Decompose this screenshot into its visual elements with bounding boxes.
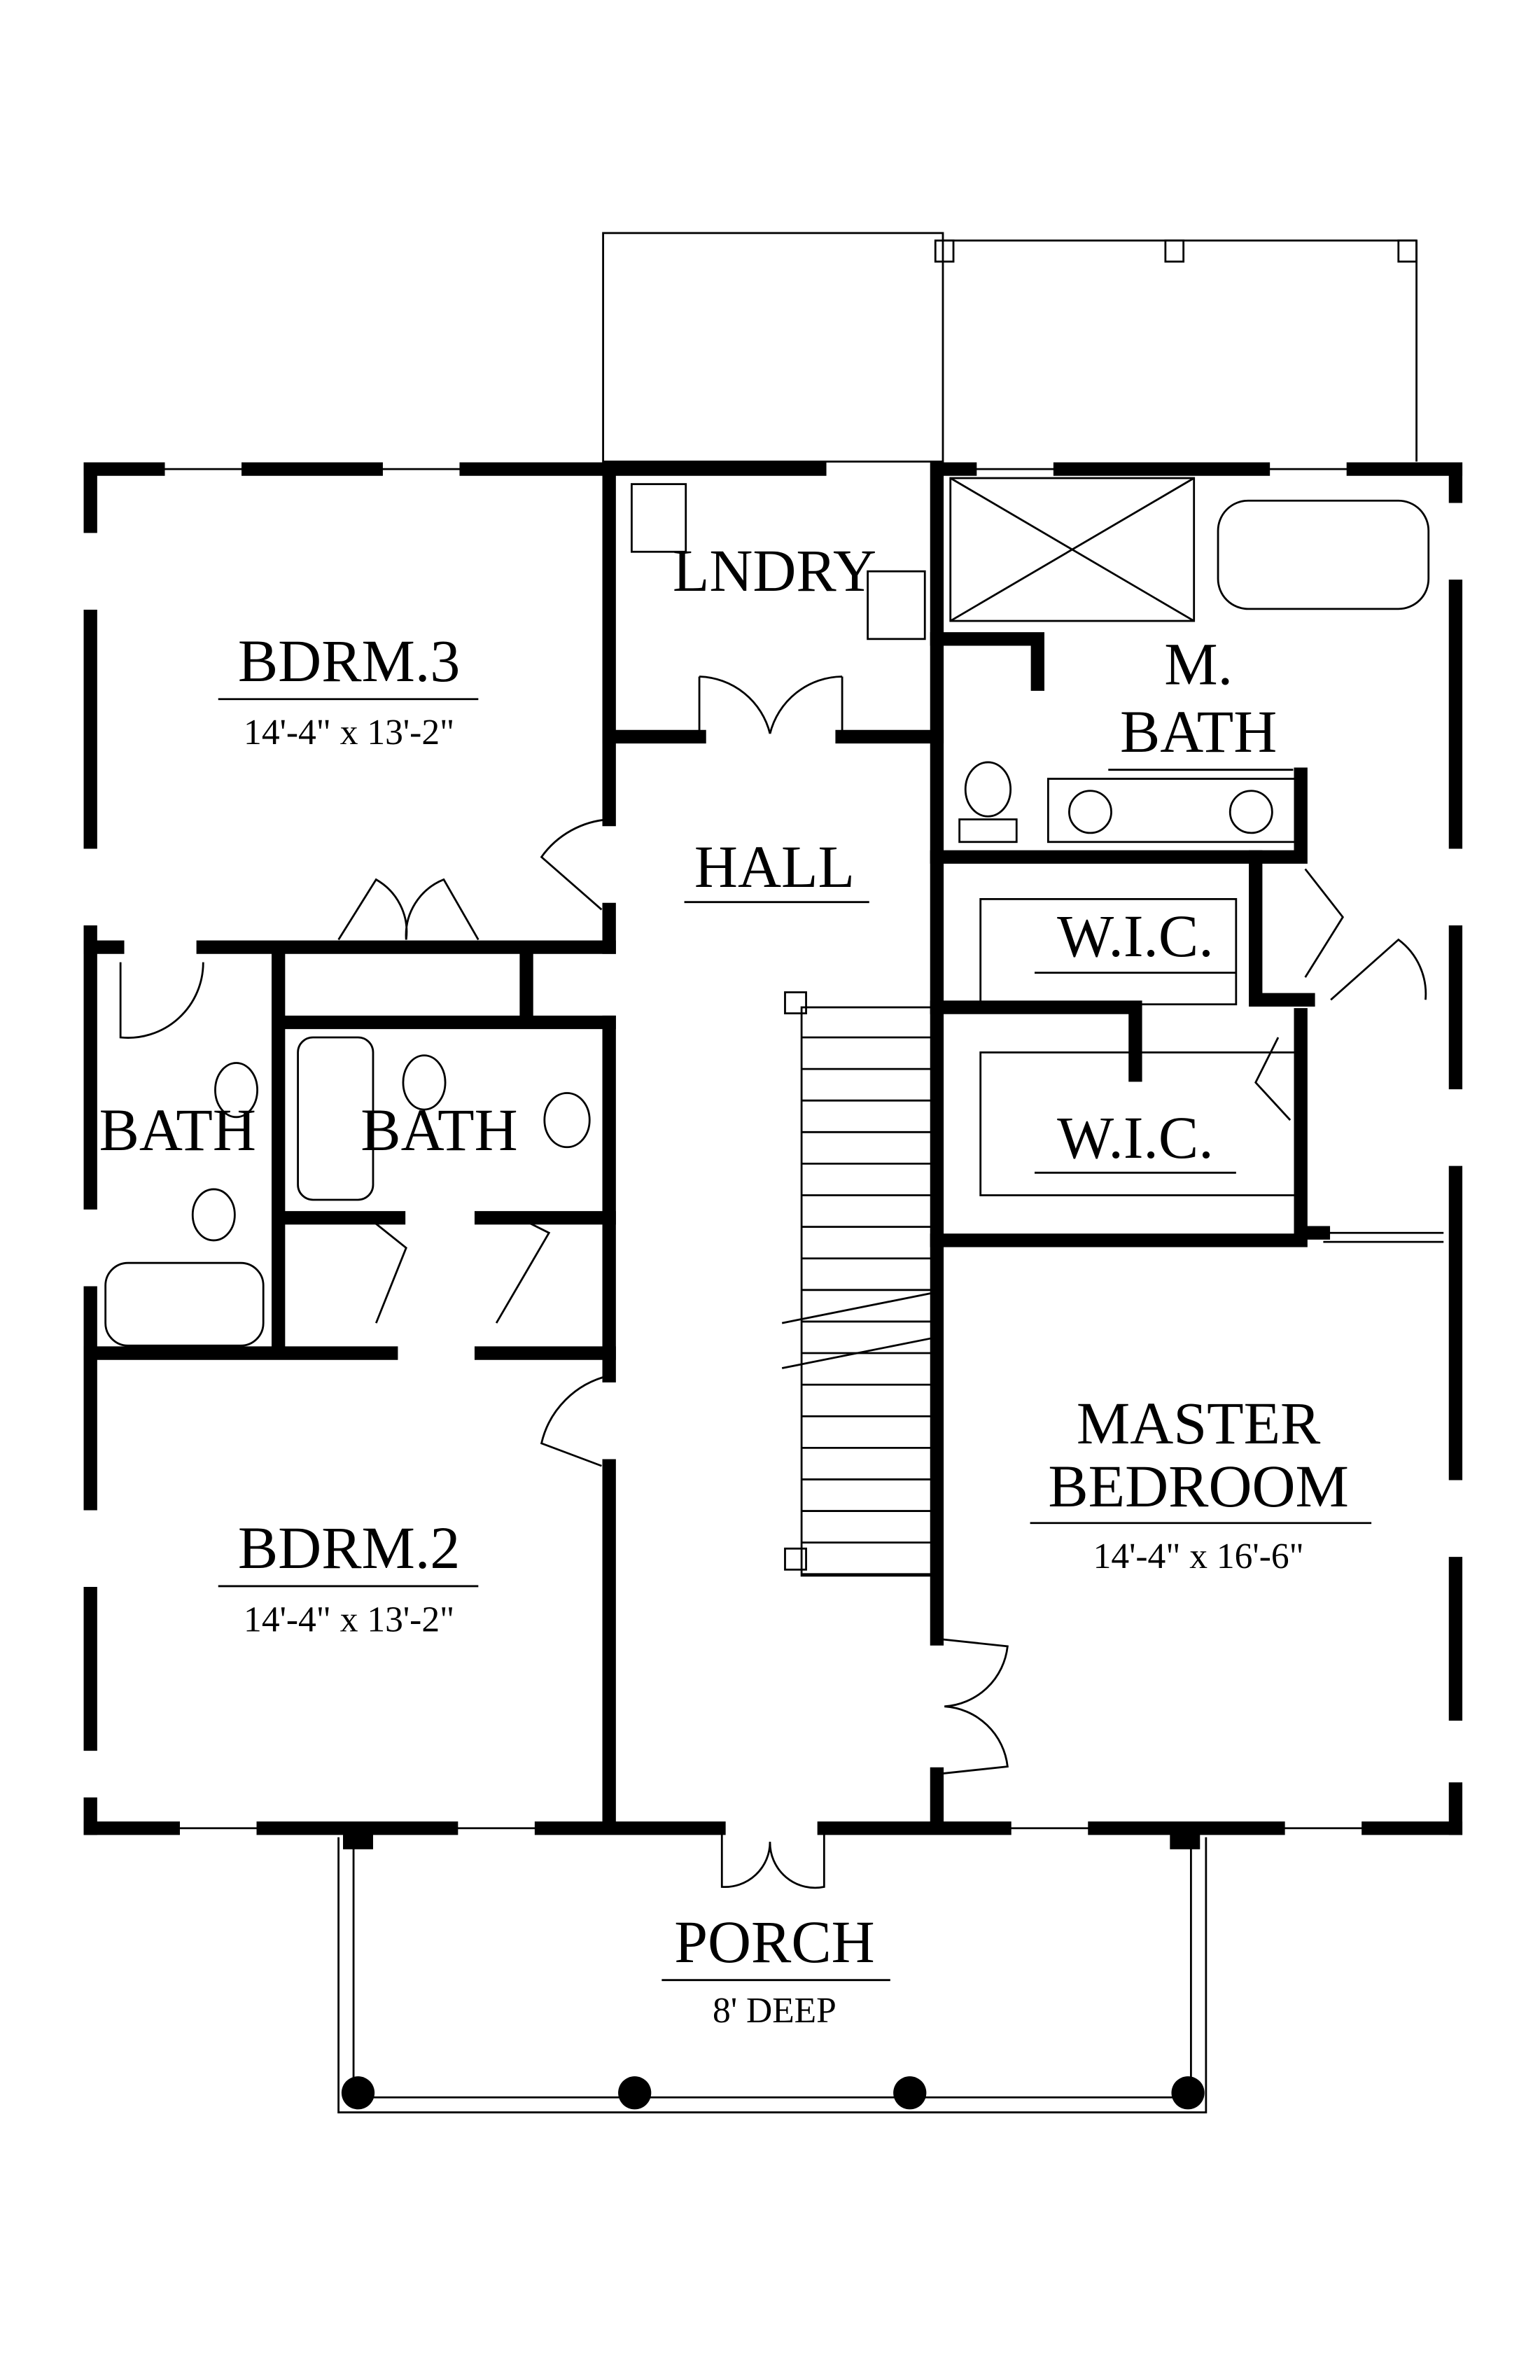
fixtures <box>104 477 1430 1347</box>
label-bdrm3: BDRM.3 <box>238 627 460 694</box>
size-porch: 8' DEEP <box>713 1991 836 2031</box>
label-master-1: MASTER <box>1077 1390 1321 1457</box>
label-laundry: LNDRY <box>673 537 876 604</box>
label-hall: HALL <box>694 833 855 900</box>
staircase <box>781 991 934 1577</box>
label-mbath-1: M. <box>1164 630 1233 697</box>
size-bdrm3: 14'-4" x 13'-2" <box>244 713 454 752</box>
exterior-walls <box>83 462 1463 1835</box>
label-bath-mid: BATH <box>360 1096 517 1163</box>
room-labels: BDRM.3 14'-4" x 13'-2" LNDRY HALL M. BAT… <box>99 537 1372 2031</box>
label-wic-2: W.I.C. <box>1057 1104 1214 1171</box>
label-master-2: BEDROOM <box>1048 1452 1349 1520</box>
size-master: 14'-4" x 16'-6" <box>1093 1536 1304 1576</box>
label-bdrm2: BDRM.2 <box>238 1514 460 1581</box>
label-mbath-2: BATH <box>1120 698 1277 765</box>
label-wic-1: W.I.C. <box>1057 902 1214 969</box>
label-bath-left: BATH <box>99 1096 256 1163</box>
porch <box>337 1831 1208 2114</box>
interior-walls <box>83 462 1444 1829</box>
doors <box>119 676 1427 1889</box>
rear-annex <box>602 232 1418 463</box>
label-porch: PORCH <box>674 1908 874 1975</box>
size-bdrm2: 14'-4" x 13'-2" <box>244 1600 454 1639</box>
